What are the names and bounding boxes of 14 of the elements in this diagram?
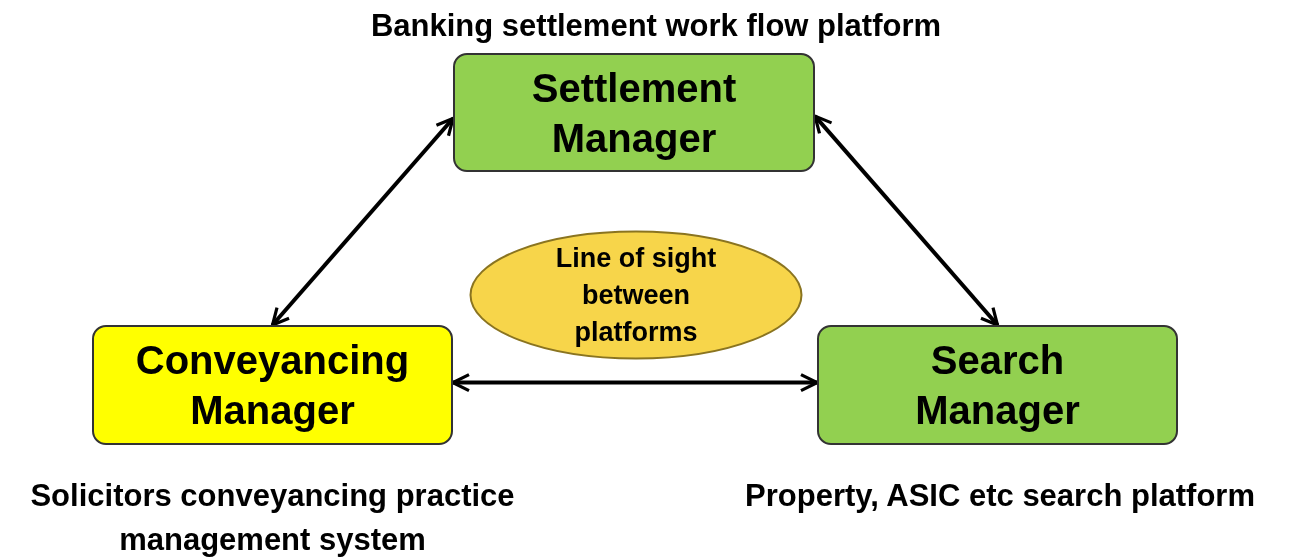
node-label: Settlement Manager — [530, 64, 738, 162]
node-label: Line of sight between platforms — [554, 241, 718, 349]
double-arrow — [813, 114, 1000, 327]
caption-text: Solicitors conveyancing practice management system — [29, 477, 516, 559]
ellipse-node — [469, 230, 803, 360]
node-label: Conveyancing Manager — [135, 337, 410, 434]
double-arrow — [451, 373, 819, 393]
caption-text: Banking settlement work flow platform — [369, 7, 943, 45]
caption-text: Property, ASIC etc search platform — [744, 477, 1256, 515]
process-box — [453, 53, 815, 172]
process-box — [92, 325, 453, 445]
process-box — [817, 325, 1178, 445]
node-label: Search Manager — [914, 337, 1081, 434]
double-arrow — [270, 116, 455, 327]
